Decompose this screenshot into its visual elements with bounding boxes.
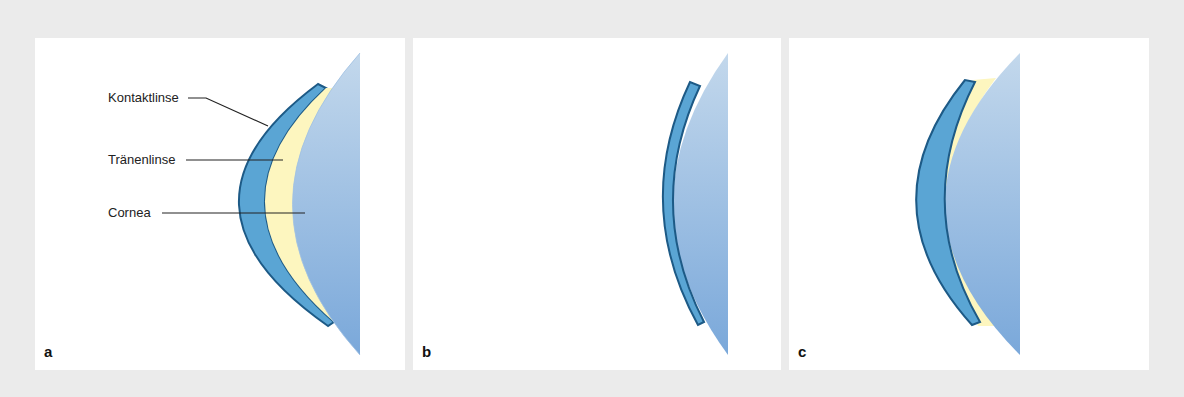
panel-letter: b [422,344,431,360]
panel-letter: a [44,344,52,360]
cornea [293,53,361,355]
cornea-edge [293,53,361,355]
leader-line [162,212,305,213]
contact-lens [663,82,704,325]
leader-line [188,98,268,126]
panel [413,38,781,370]
leader-line [186,159,283,160]
panel-letter: c [798,344,806,360]
cornea [673,53,728,355]
part-label: Cornea [108,205,151,221]
contact-lens [916,80,980,325]
part-label: Tränenlinse [108,152,175,168]
panel [789,38,1149,370]
panel [35,38,405,370]
part-label: Kontaktlinse [108,90,179,106]
